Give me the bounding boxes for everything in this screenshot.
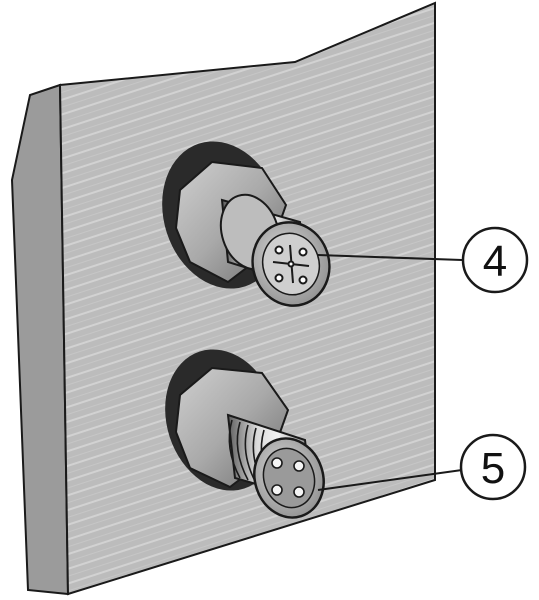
female-connector	[162, 141, 331, 307]
callout-5: 5	[459, 433, 527, 501]
callout-5-label: 5	[481, 444, 505, 493]
callout-4-label: 4	[483, 237, 507, 286]
socket-pattern	[272, 244, 310, 285]
pin-pattern	[271, 457, 305, 498]
male-connector	[165, 349, 325, 519]
panel-face	[58, 1, 436, 596]
leader-line-5	[317, 469, 463, 491]
callout-4: 4	[461, 226, 529, 294]
panel-side	[10, 83, 70, 596]
leader-line-4	[317, 254, 463, 261]
